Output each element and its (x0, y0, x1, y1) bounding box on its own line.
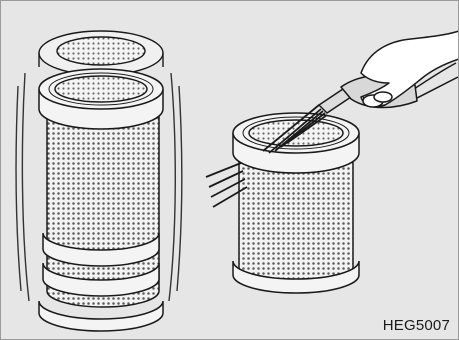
left-filter (39, 69, 163, 331)
hand-with-air-gun (319, 31, 459, 113)
right-filter (233, 113, 359, 293)
figure-code-label: HEG5007 (383, 317, 450, 334)
